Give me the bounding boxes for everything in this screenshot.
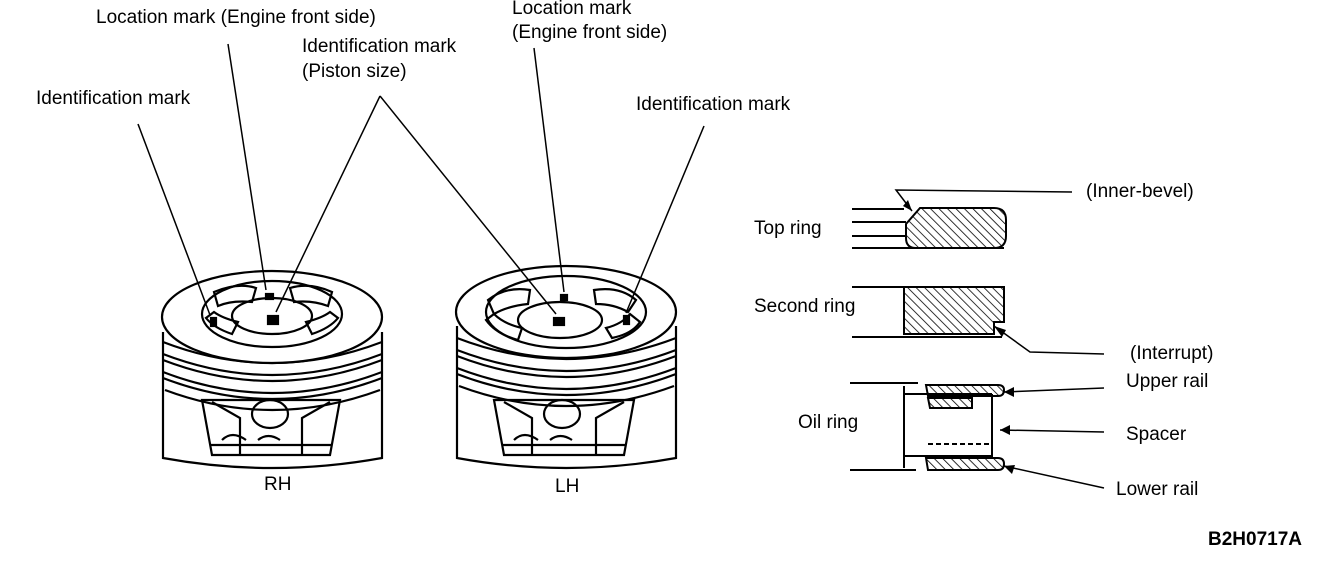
label-location-mark-lh-line2: (Engine front side): [512, 22, 668, 43]
figure-code: B2H0717A: [1208, 529, 1302, 550]
lh-piston: [454, 264, 678, 470]
label-lower-rail: Lower rail: [1116, 479, 1199, 500]
label-second-ring: Second ring: [754, 296, 856, 317]
ring-sections: [850, 207, 1007, 471]
label-id-mark-piston-size-line1: Identification mark: [302, 36, 457, 57]
label-id-mark-rh: Identification mark: [36, 88, 191, 109]
label-upper-rail: Upper rail: [1126, 371, 1209, 392]
label-oil-ring: Oil ring: [798, 412, 859, 433]
label-interrupt: (Interrupt): [1130, 343, 1214, 364]
rh-piston: [160, 269, 384, 470]
arrowheads: [903, 200, 1015, 474]
piston-leader-lines: [137, 43, 705, 316]
label-top-ring: Top ring: [754, 218, 822, 239]
ring-leader-lines: [894, 189, 1105, 489]
label-location-mark-lh-line1: Location mark: [512, 0, 632, 19]
label-rh: RH: [264, 474, 292, 495]
label-id-mark-piston-size-line2: (Piston size): [302, 61, 407, 82]
label-inner-bevel: (Inner-bevel): [1086, 181, 1194, 202]
label-lh: LH: [555, 476, 580, 497]
label-spacer: Spacer: [1126, 424, 1187, 445]
label-id-mark-lh: Identification mark: [636, 94, 791, 115]
label-location-mark-rh: Location mark (Engine front side): [96, 7, 376, 28]
